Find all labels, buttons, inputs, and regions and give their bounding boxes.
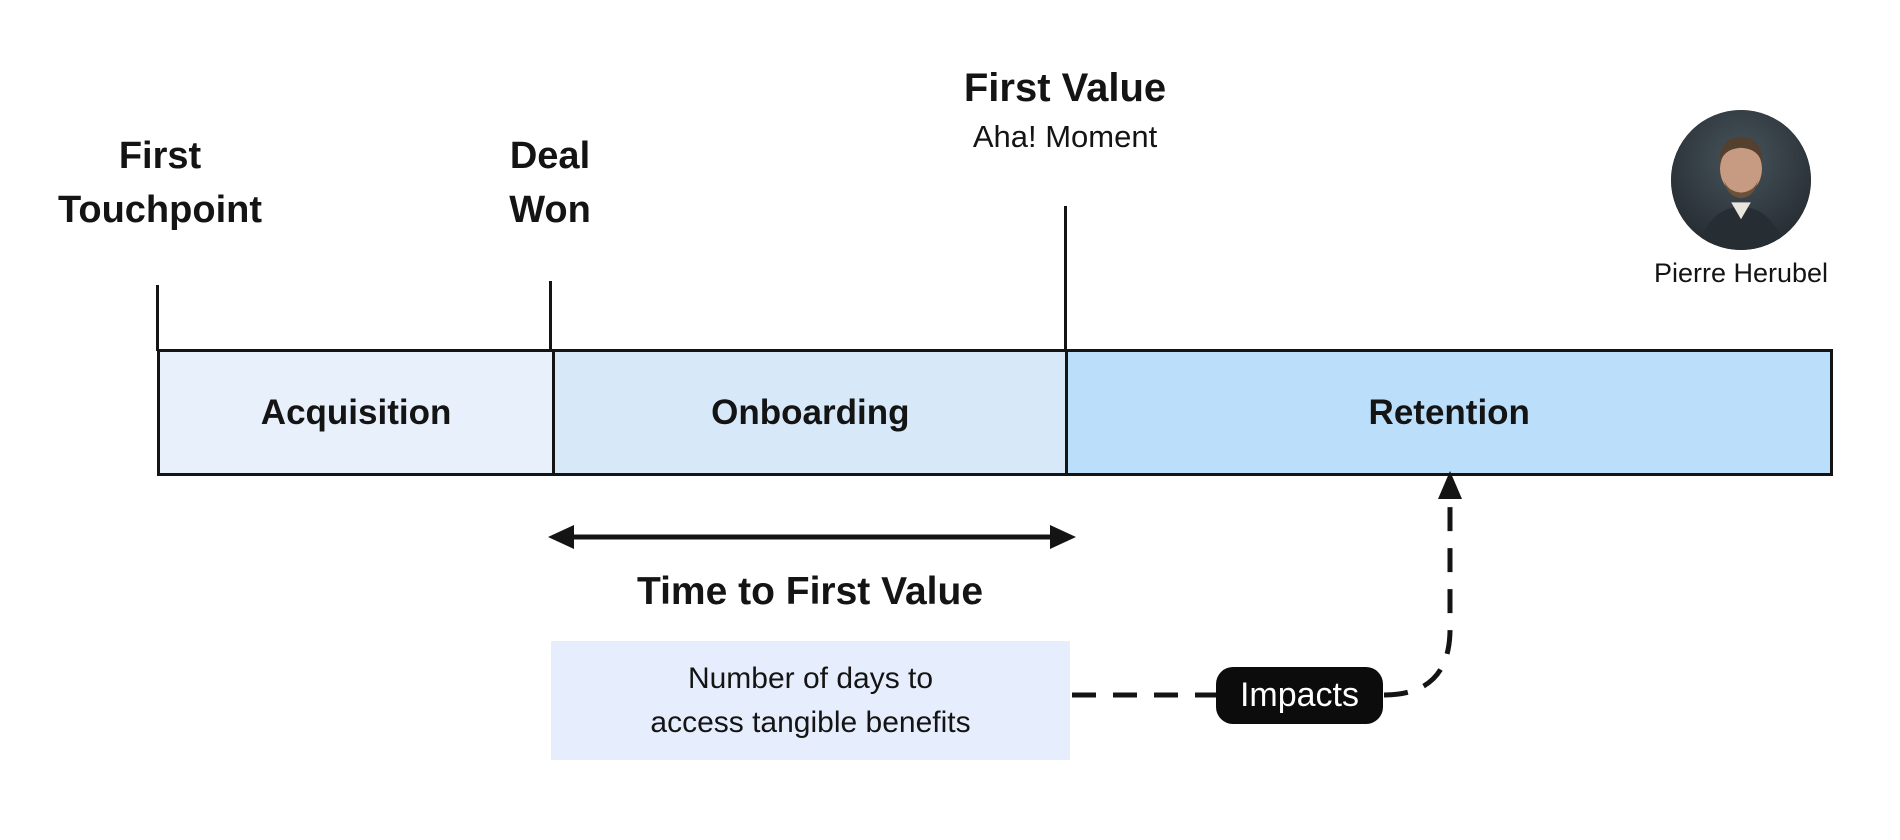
tick-deal-won	[549, 281, 552, 351]
milestone-first-touchpoint: First Touchpoint	[30, 130, 290, 238]
time-to-first-value-label: Time to First Value	[636, 570, 984, 613]
first-value-subtitle: Aha! Moment	[972, 119, 1158, 154]
ttfv-note-line1: Number of days to	[687, 662, 934, 695]
double-arrow-icon	[546, 518, 1078, 556]
deal-won-line2: Won	[509, 188, 591, 231]
impacts-badge: Impacts	[1216, 667, 1383, 724]
phase-acquisition-label: Acquisition	[260, 392, 452, 432]
ttfv-note-line2: access tangible benefits	[650, 705, 971, 739]
ttfv-note-box: Number of days to access tangible benefi…	[551, 641, 1070, 760]
impacts-badge-label: Impacts	[1239, 676, 1360, 714]
phase-acquisition: Acquisition	[160, 352, 553, 473]
phase-onboarding: Onboarding	[552, 352, 1066, 473]
tick-first-touchpoint	[156, 285, 159, 351]
impacts-connector-arrow	[1070, 465, 1470, 710]
tick-first-value	[1064, 206, 1067, 351]
first-touchpoint-line2: Touchpoint	[57, 188, 262, 231]
first-touchpoint-line1: First	[118, 135, 202, 177]
avatar-photo	[1671, 110, 1811, 250]
timeline-bar: Acquisition Onboarding Retention	[157, 349, 1833, 476]
milestone-deal-won: Deal Won	[450, 130, 650, 238]
avatar	[1671, 110, 1811, 250]
first-value-title: First Value	[963, 66, 1167, 110]
milestone-first-value: First Value Aha! Moment	[895, 66, 1235, 155]
phase-retention: Retention	[1065, 352, 1830, 473]
phase-onboarding-label: Onboarding	[711, 392, 910, 432]
deal-won-line1: Deal	[509, 135, 591, 177]
phase-retention-label: Retention	[1368, 392, 1530, 432]
author-name: Pierre Herubel	[1653, 258, 1829, 288]
